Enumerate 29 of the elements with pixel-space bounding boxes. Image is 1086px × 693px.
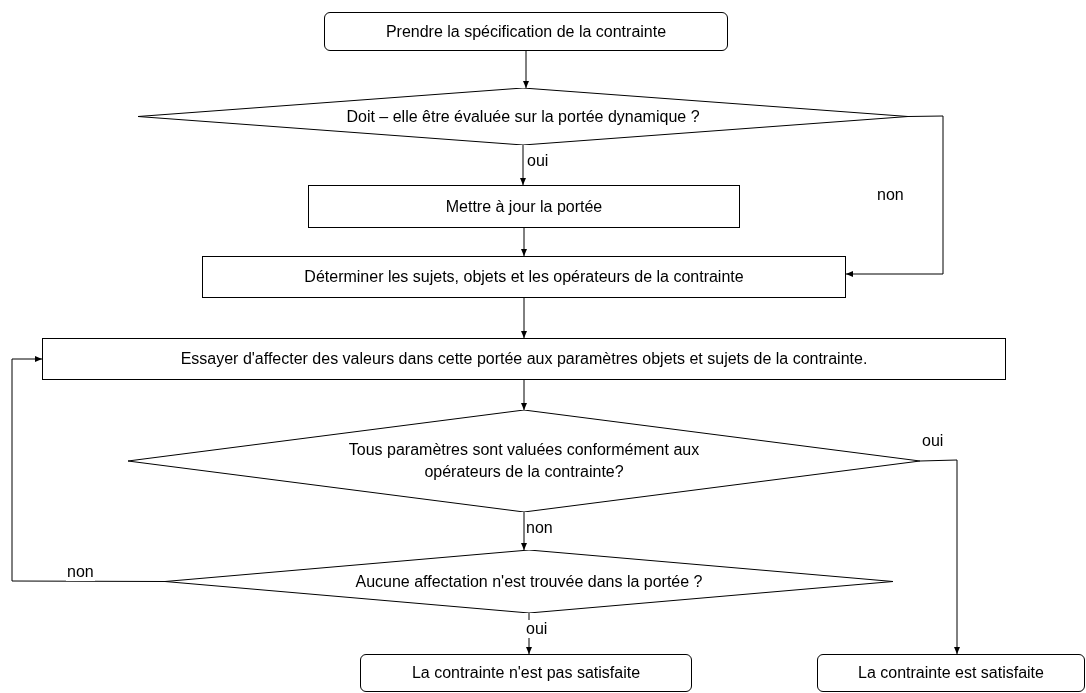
terminal-box [324, 12, 728, 51]
arrow [523, 50, 529, 89]
node-text: Essayer d'affecter des valeurs dans cette portée aux paramètres objets et sujets de la contrainte. [179, 349, 869, 369]
node-text: Aucune affectation n'est trouvée dans la portée ? [354, 571, 704, 592]
edge-label: oui [525, 620, 549, 638]
node-text: Prendre la spécification de la contrainte [384, 21, 668, 42]
arrow [521, 297, 527, 339]
node-text: La contrainte n'est pas satisfaite [410, 663, 642, 683]
node-text: Doit – elle être évaluée sur la portée dynamique ? [345, 106, 701, 127]
process-box [202, 256, 846, 298]
decision-diamond [138, 88, 908, 145]
arrow [521, 511, 527, 551]
node-text: Déterminer les sujets, objets et les opérateurs de la contrainte [303, 267, 745, 287]
process-box [308, 185, 740, 228]
terminal-box [360, 654, 692, 692]
process-box [42, 338, 1006, 380]
node-text: Tous paramètres sont valuées conformément aux opérateurs de la contrainte? [347, 440, 701, 482]
arrow [526, 612, 532, 655]
terminal-box [817, 654, 1085, 692]
arrow [521, 379, 527, 411]
arrow [845, 115, 944, 277]
node-text: La contrainte est satisfaite [857, 663, 1045, 683]
arrow [521, 227, 527, 257]
node-text: Mettre à jour la portée [444, 196, 604, 217]
decision-diamond [165, 550, 893, 613]
decision-diamond [128, 410, 920, 512]
arrow [520, 144, 526, 186]
arrow [919, 459, 960, 655]
arrow [11, 356, 166, 582]
